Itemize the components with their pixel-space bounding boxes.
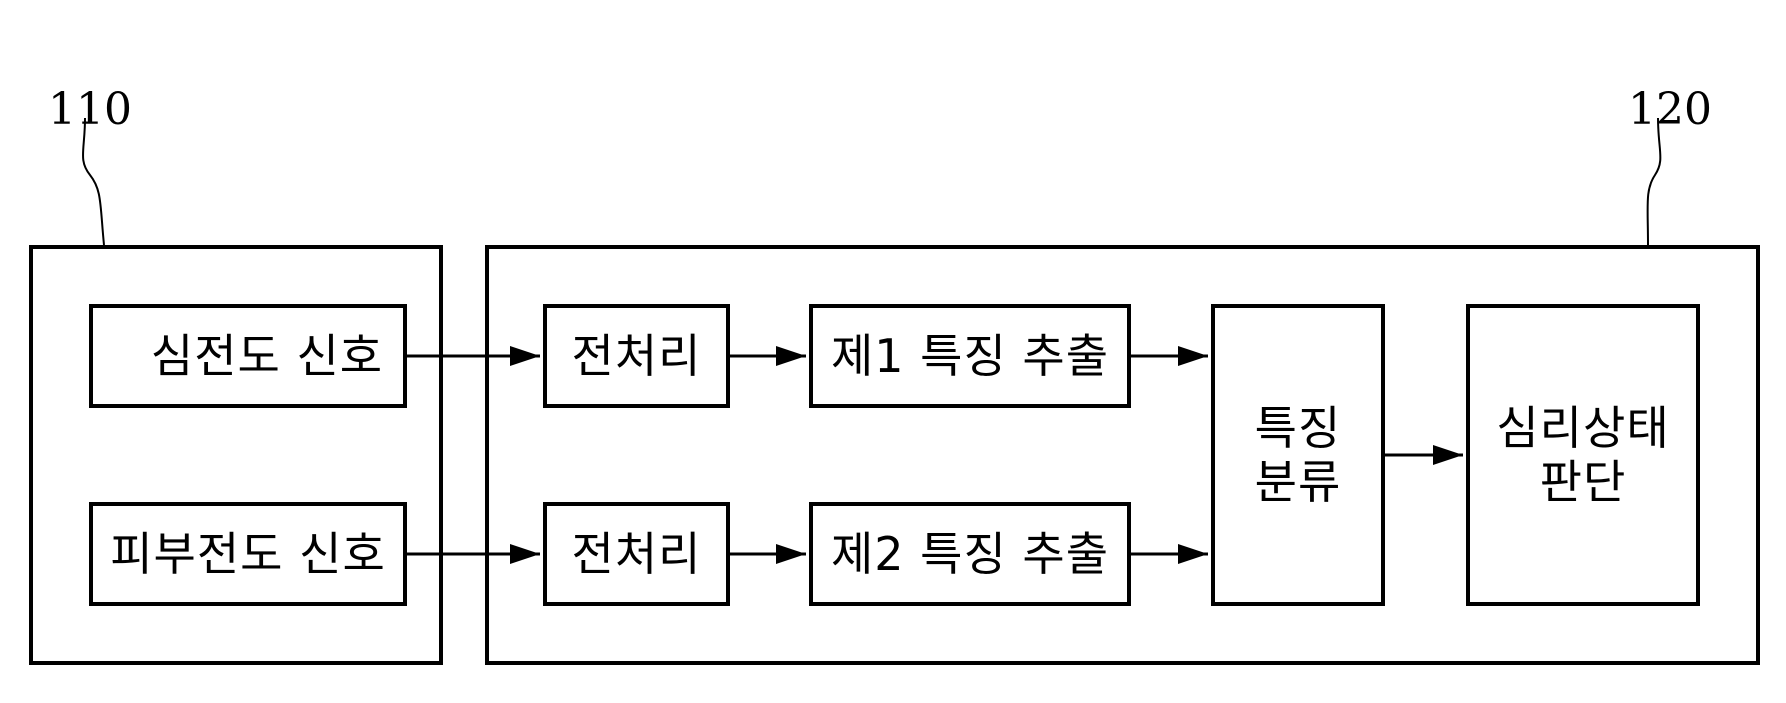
feature-extraction-block-2: 제2 특징 추출	[809, 502, 1131, 606]
ecg-signal-block: 심전도 신호	[89, 304, 407, 408]
feature-extraction-label-1: 제1 특징 추출	[830, 328, 1110, 383]
arrowhead-ecg-to-preprocess-1	[510, 346, 540, 366]
preprocess-block-2: 전처리	[543, 502, 730, 606]
eda-signal-block: 피부전도 신호	[89, 502, 407, 606]
feature-classification-block: 특징 분류	[1211, 304, 1385, 606]
leader-line-120	[1646, 117, 1662, 246]
arrowhead-feature-1-to-classify	[1178, 346, 1208, 366]
arrowhead-preprocess-1-to-feature-1	[776, 346, 806, 366]
feature-extraction-label-2: 제2 특징 추출	[830, 526, 1110, 581]
eda-signal-label: 피부전도 신호	[110, 526, 386, 581]
preprocess-block-1: 전처리	[543, 304, 730, 408]
signal-processing-unit-box	[485, 245, 1760, 665]
arrowhead-eda-to-preprocess-2	[510, 544, 540, 564]
arrowhead-preprocess-2-to-feature-2	[776, 544, 806, 564]
arrowhead-feature-2-to-classify	[1178, 544, 1208, 564]
preprocess-label-2: 전처리	[571, 526, 702, 581]
reference-label-120: 120	[1628, 84, 1712, 135]
mental-state-judgement-label: 심리상태 판단	[1496, 400, 1670, 509]
preprocess-label-1: 전처리	[571, 328, 702, 383]
ecg-signal-label: 심전도 신호	[150, 328, 384, 383]
arrowhead-classify-to-judge	[1433, 445, 1463, 465]
signal-input-unit-box	[29, 245, 443, 665]
leader-line-110	[82, 117, 105, 246]
feature-extraction-block-1: 제1 특징 추출	[809, 304, 1131, 408]
reference-label-110: 110	[48, 84, 132, 135]
mental-state-judgement-block: 심리상태 판단	[1466, 304, 1700, 606]
feature-classification-label: 특징 분류	[1254, 400, 1342, 509]
